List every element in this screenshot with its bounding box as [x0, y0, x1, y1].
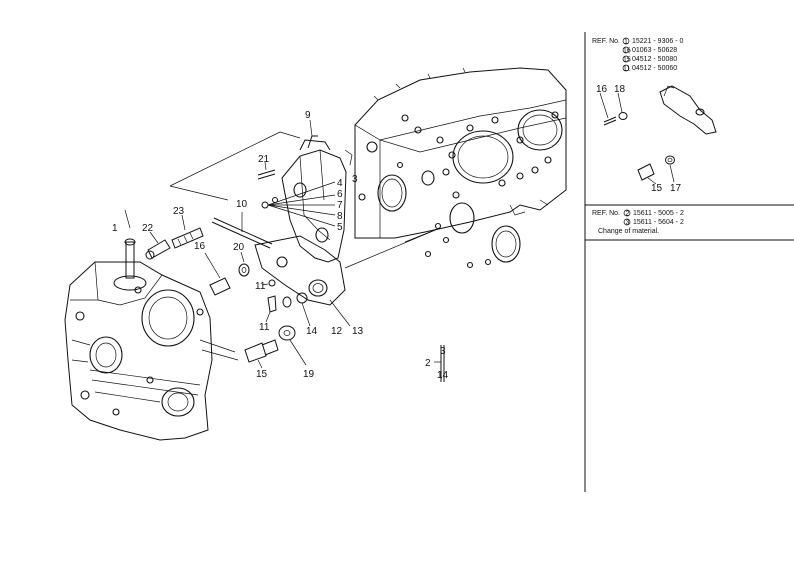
callout-labels: 1 22 23 10 16 20 21 9 4 6 7 8 5 3 11 11 …: [112, 110, 449, 381]
ref-top-label-16: 16: [596, 84, 608, 95]
ref-bottom-prefix: REF. No.: [592, 210, 620, 217]
callout-13: 13: [352, 326, 364, 337]
part-22-fitting: [145, 231, 171, 260]
ref-top-label-18: 18: [614, 84, 626, 95]
ref-top-code-1: 01063 - 50628: [632, 47, 677, 54]
ref-bottom-num-1: 3: [626, 220, 630, 227]
part-1-pipe: [113, 209, 147, 291]
ref-top-code-0: 15221 - 9306 - 0: [632, 38, 683, 45]
callout-3-lower: 3: [440, 346, 446, 357]
callout-5: 5: [337, 222, 343, 233]
parts-2-3-14-detail: [434, 345, 445, 382]
callout-10: 10: [236, 199, 248, 210]
ref-bottom-code-1: 15611 - 5604 - 2: [633, 219, 684, 226]
ref-top-num-0: 1: [624, 39, 628, 46]
ref-top-label-15: 15: [651, 183, 663, 194]
callout-20: 20: [233, 242, 245, 253]
callout-11: 11: [259, 322, 270, 333]
part-21-stud: [257, 161, 276, 180]
callout-23: 23: [173, 206, 185, 217]
gear-case: [64, 261, 239, 441]
callout-22: 22: [142, 223, 154, 234]
part-15-bolt: [244, 339, 279, 369]
parts-11-14: [261, 279, 351, 327]
ref-top-label-17: 17: [670, 183, 682, 194]
callout-8: 8: [337, 211, 343, 222]
callout-7: 7: [337, 200, 343, 211]
ref-top-num-1: 16: [623, 48, 631, 55]
callout-12: 12: [331, 326, 343, 337]
ref-top-num-3: 11: [623, 66, 630, 73]
ref-top-num-2: 15: [623, 57, 631, 64]
part-19-washer: [278, 325, 307, 366]
governor-bracket: [254, 135, 353, 306]
parts-4-9-pins: [261, 119, 336, 227]
ref-box-top: REF. No. 1 15221 - 9306 - 0 16 01063 - 5…: [592, 37, 717, 194]
callout-3: 3: [352, 174, 358, 185]
assembly-frame-lines: [169, 131, 301, 201]
callout-21: 21: [258, 154, 270, 165]
engine-block: [354, 67, 567, 269]
ref-top-prefix: REF. No.: [592, 38, 620, 45]
callout-14: 14: [306, 326, 318, 337]
callout-4: 4: [337, 178, 343, 189]
callout-1: 1: [112, 223, 118, 234]
callout-16: 16: [194, 241, 206, 252]
part-16-plug: [204, 252, 231, 296]
callout-6: 6: [337, 189, 343, 200]
ref-box-bottom: REF. No. 2 15611 - 5005 - 2 3 15611 - 56…: [592, 209, 684, 235]
callout-11-top: 11: [255, 281, 266, 292]
callout-19: 19: [303, 369, 315, 380]
part-23-union: [171, 214, 204, 249]
ref-top-code-3: 04512 - 50060: [632, 65, 677, 72]
ref-bottom-note: Change of material.: [598, 228, 659, 235]
callout-15: 15: [256, 369, 268, 380]
part-20-washer: [238, 251, 250, 277]
ref-bottom-num-0: 2: [626, 211, 630, 218]
callout-2: 2: [425, 358, 431, 369]
callout-9-top: 9: [305, 110, 311, 121]
ref-top-code-2: 04512 - 50080: [632, 56, 677, 63]
ref-bottom-code-0: 15611 - 5005 - 2: [633, 210, 684, 217]
callout-14-lower: 14: [437, 370, 449, 381]
